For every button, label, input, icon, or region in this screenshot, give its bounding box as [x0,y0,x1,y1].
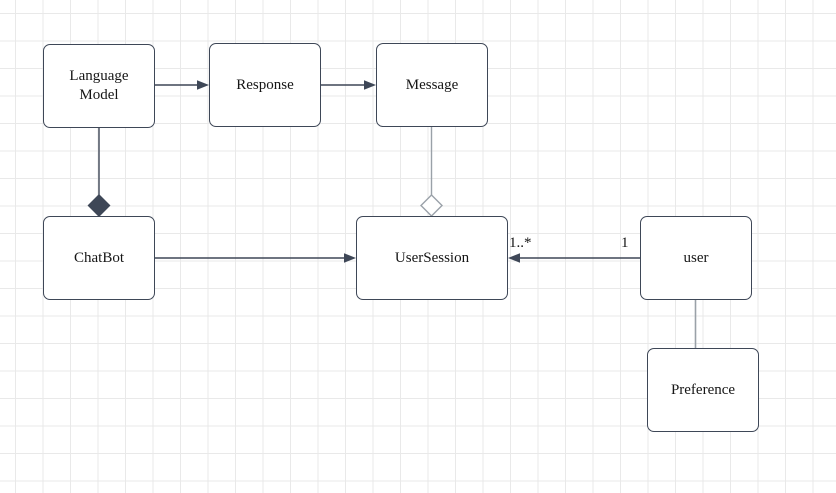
node-label: Language Model [69,68,129,103]
edge-user-usersession[interactable] [508,253,640,263]
node-preference[interactable]: Preference [647,348,759,432]
multiplicity-label-user-end[interactable]: 1 [621,235,629,251]
node-usersession[interactable]: UserSession [356,216,508,300]
arrowhead-icon [508,253,520,263]
node-message[interactable]: Message [376,43,488,127]
edge-language-model-response[interactable] [155,80,209,90]
node-language-model[interactable]: Language Model [43,44,155,128]
node-label: ChatBot [73,249,124,266]
hollow-diamond-icon [420,194,443,217]
node-label: UserSession [394,249,470,266]
edge-message-usersession[interactable] [420,127,443,217]
node-label: Preference [670,381,736,398]
arrowhead-icon [197,80,209,90]
edge-chatbot-usersession[interactable] [155,253,356,263]
edge-language-model-chatbot[interactable] [87,128,111,217]
node-user[interactable]: user [640,216,752,300]
multiplicity-label-usersession-end[interactable]: 1..* [509,235,532,251]
arrowhead-icon [364,80,376,90]
edge-response-message[interactable] [321,80,376,90]
node-label: user [683,249,709,266]
node-chatbot[interactable]: ChatBot [43,216,155,300]
node-label: Message [405,76,459,93]
filled-diamond-icon [87,194,111,217]
node-response[interactable]: Response [209,43,321,127]
node-label: Response [236,76,294,93]
arrowhead-icon [344,253,356,263]
